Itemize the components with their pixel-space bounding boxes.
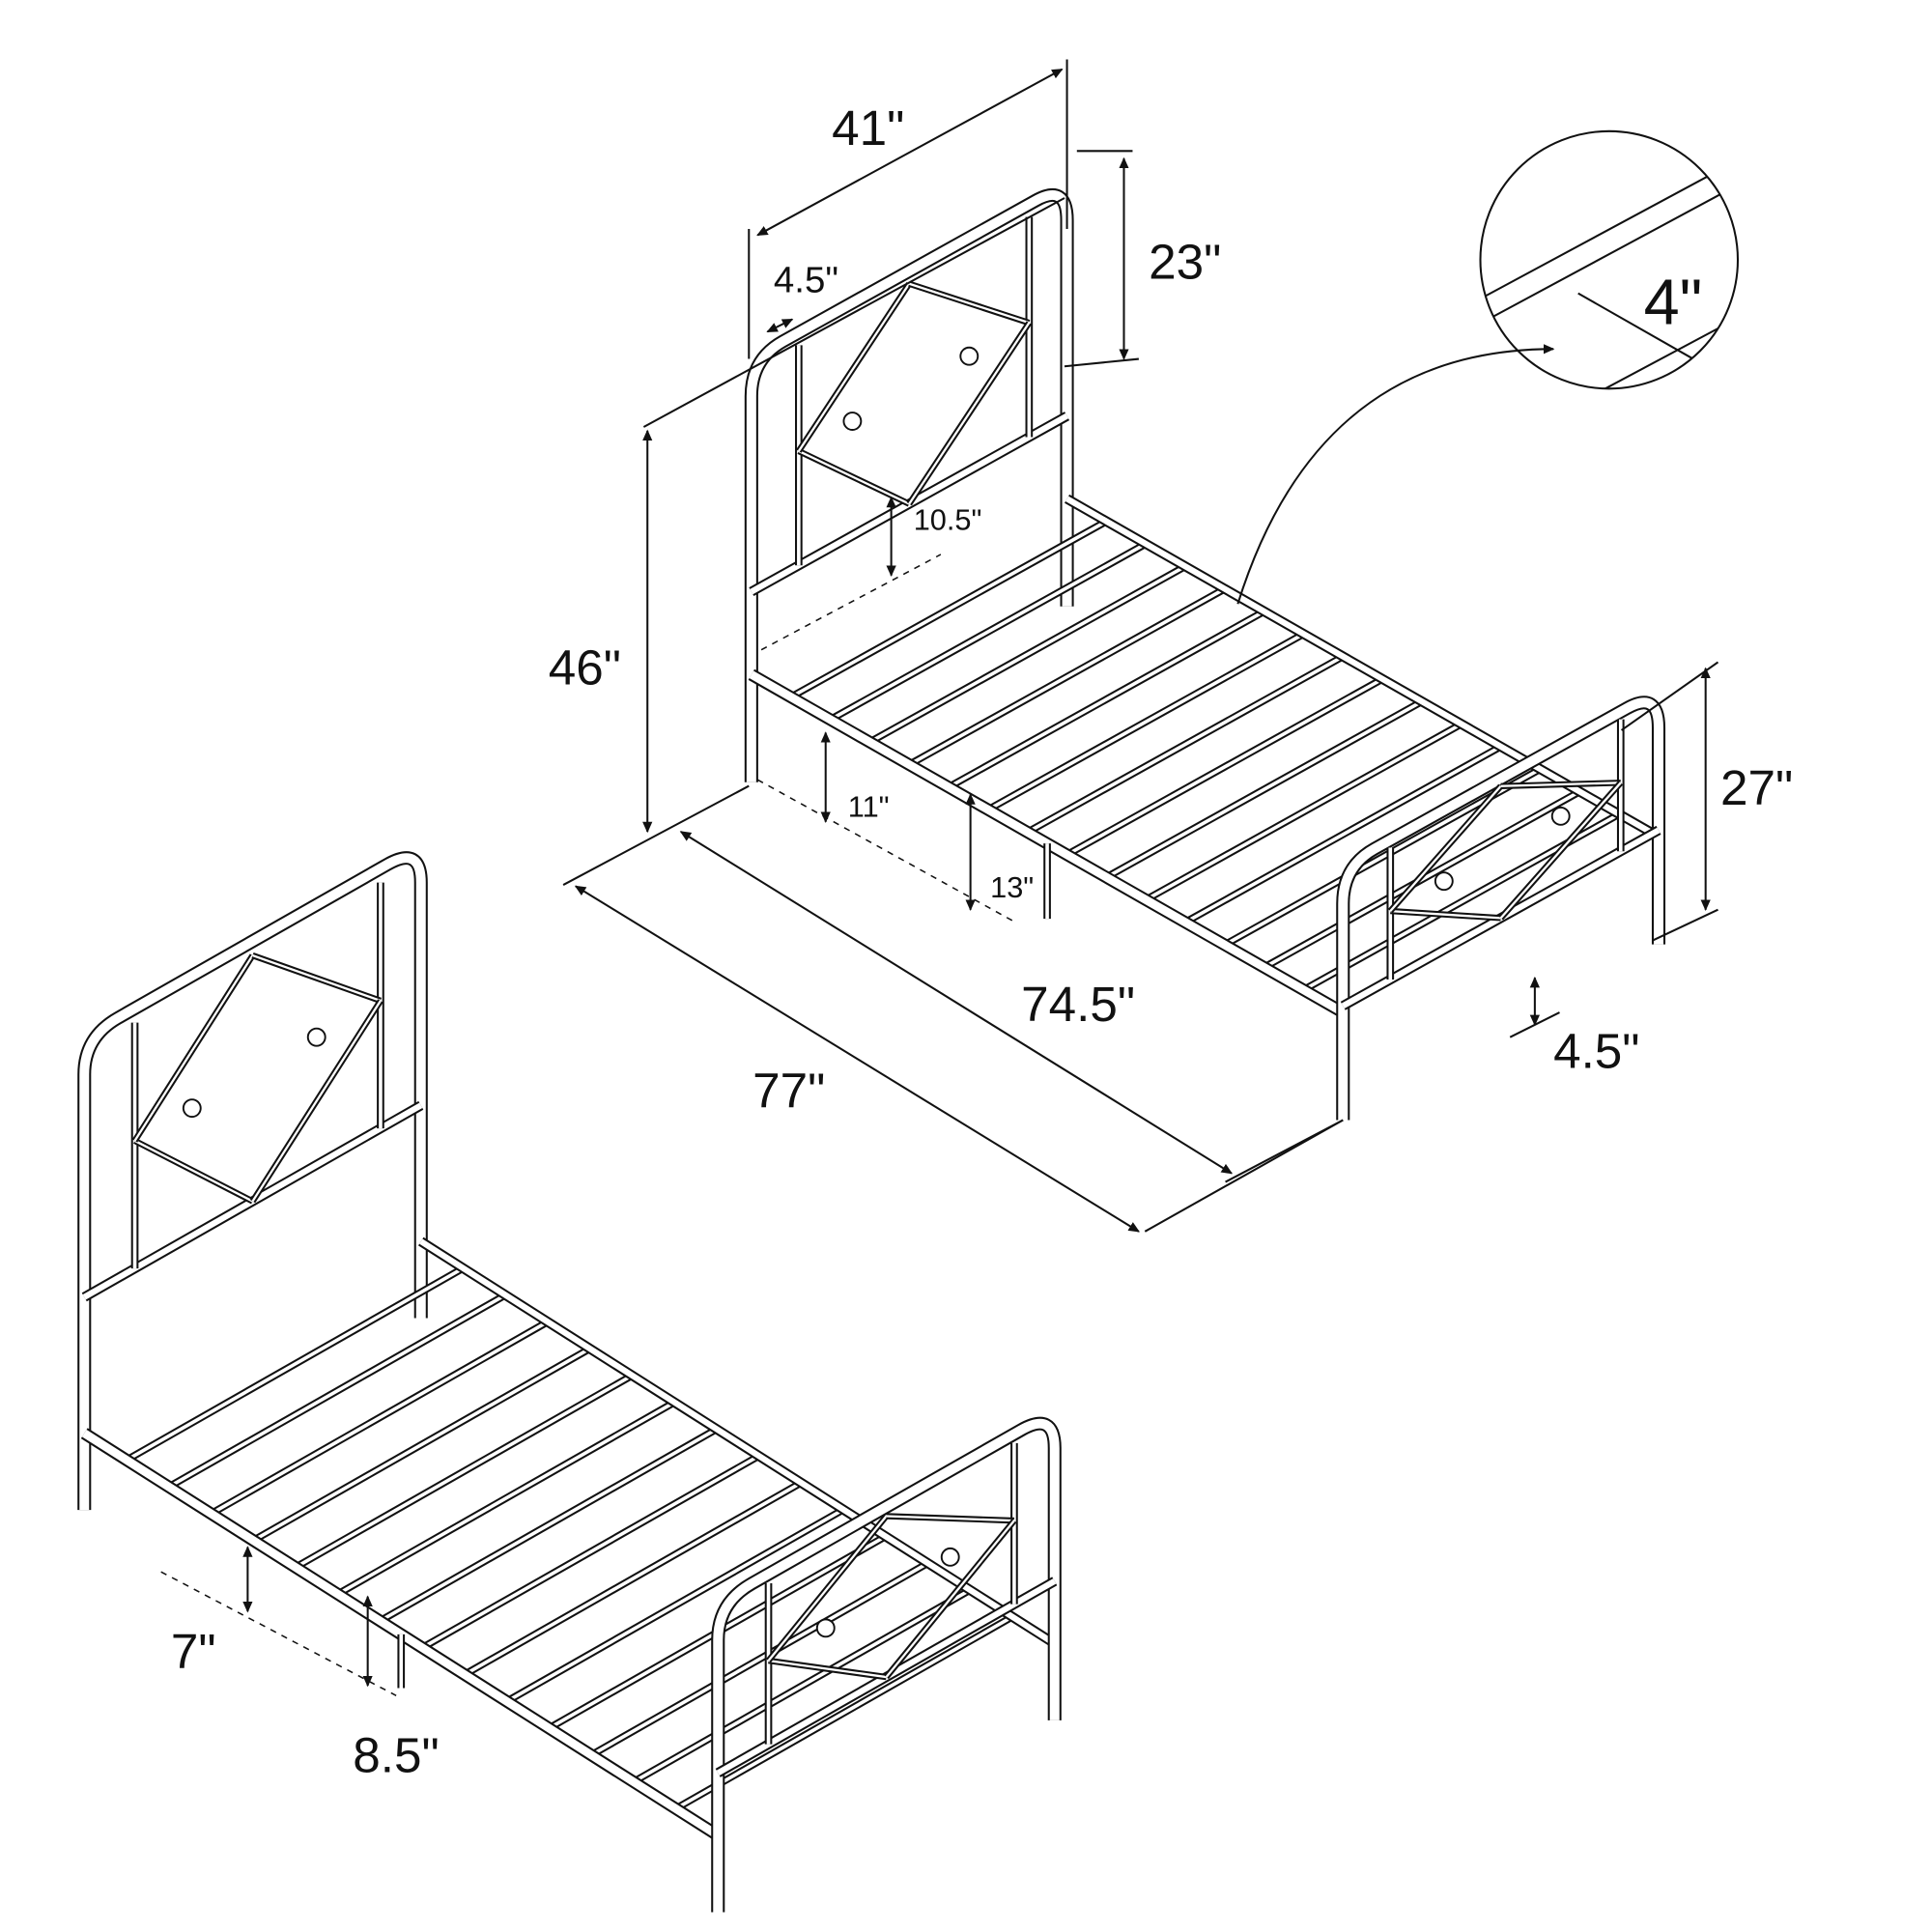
slat-fill xyxy=(379,1427,718,1623)
slat-fill xyxy=(336,1401,676,1596)
slat-fill xyxy=(1184,745,1502,924)
footboard-frame-tube-fill xyxy=(1338,697,1663,1121)
slat-fill xyxy=(210,1320,549,1516)
slat-fill xyxy=(295,1374,634,1570)
slat-fill xyxy=(126,1266,465,1462)
slat-spacing-detail-inset xyxy=(1236,129,1740,605)
label-inner-length: 74.5" xyxy=(1021,977,1135,1032)
headboard-x-brace-fill xyxy=(908,282,1030,325)
label-bottom-rail-clearance-center: 8.5" xyxy=(353,1728,439,1783)
footboard-x-brace-fill xyxy=(1499,781,1622,920)
footboard-connector-knob xyxy=(1434,871,1454,892)
slat-fill xyxy=(986,632,1305,811)
label-total-length: 77" xyxy=(753,1064,825,1119)
slat-fill xyxy=(868,564,1186,744)
headboard-x-brace-fill xyxy=(798,449,910,505)
label-headboard-gap: 10.5" xyxy=(914,502,982,536)
footboard-x-brace-fill xyxy=(886,1515,1014,1522)
label-headboard-total-height: 46" xyxy=(549,640,621,696)
label-slat-spacing: 4" xyxy=(1644,268,1703,339)
footboard-connector-knob xyxy=(815,1618,836,1638)
headboard-connector-knob xyxy=(842,412,863,431)
headboard-x-brace-fill xyxy=(134,1139,254,1203)
dimension-lines-bottom xyxy=(160,1546,397,1696)
slat-fill xyxy=(1065,677,1384,857)
headboard-connector-knob xyxy=(959,346,980,366)
bed-top-view xyxy=(744,188,1666,1121)
headboard-x-brace-fill xyxy=(252,953,382,1003)
slat-fill xyxy=(505,1508,844,1703)
slat-fill xyxy=(908,587,1226,767)
footboard-frame-tube-fill xyxy=(713,1418,1060,1913)
label-footboard-height: 27" xyxy=(1720,760,1793,815)
slat-fill xyxy=(674,1615,1013,1810)
label-footboard-clearance: 4.5" xyxy=(1553,1024,1639,1079)
slat-fill xyxy=(1026,654,1345,835)
headboard-x-brace-fill xyxy=(797,283,911,452)
label-rail-clearance-center: 13" xyxy=(990,870,1034,904)
footboard-connector-knob xyxy=(1550,806,1571,826)
headboard-x-brace-fill xyxy=(908,322,1031,505)
headboard-x-brace-fill xyxy=(133,954,254,1142)
slat-fill xyxy=(590,1561,929,1757)
label-post-inset: 4.5" xyxy=(774,259,838,300)
dimension-lines-top xyxy=(562,59,1719,1233)
slat-fill xyxy=(829,542,1148,722)
headboard-connector-knob xyxy=(182,1098,202,1119)
slat-fill xyxy=(463,1481,803,1677)
footboard-x-brace-fill xyxy=(1500,781,1621,787)
label-headboard-panel-height: 23" xyxy=(1149,234,1221,289)
slat-fill xyxy=(1145,722,1462,902)
footboard-x-brace-fill xyxy=(768,1659,887,1679)
headboard-x-brace-fill xyxy=(251,1000,382,1203)
headboard-frame-tube-fill xyxy=(79,853,426,1511)
label-headboard-width: 41" xyxy=(832,100,904,156)
footboard-x-brace-fill xyxy=(1389,785,1502,912)
side-rail-right-fill xyxy=(1065,496,1661,839)
side-rail-right-fill xyxy=(419,1238,1057,1647)
footboard-connector-knob xyxy=(940,1547,960,1567)
headboard-frame-tube-fill xyxy=(746,190,1072,782)
label-bottom-rail-clearance-head: 7" xyxy=(171,1624,216,1679)
label-rail-clearance-head: 11" xyxy=(848,790,890,824)
slat-fill xyxy=(421,1454,760,1650)
slat-fill xyxy=(948,610,1265,789)
slat-fill xyxy=(252,1347,591,1543)
footboard-x-brace-fill xyxy=(885,1520,1015,1678)
footboard-x-brace-fill xyxy=(767,1515,888,1662)
headboard-connector-knob xyxy=(306,1027,327,1047)
slat-fill xyxy=(789,520,1108,699)
slat-fill xyxy=(632,1588,972,1784)
bed-bottom-view xyxy=(77,851,1062,1913)
footboard-x-brace-fill xyxy=(1390,909,1501,920)
slat-fill xyxy=(167,1293,507,1489)
